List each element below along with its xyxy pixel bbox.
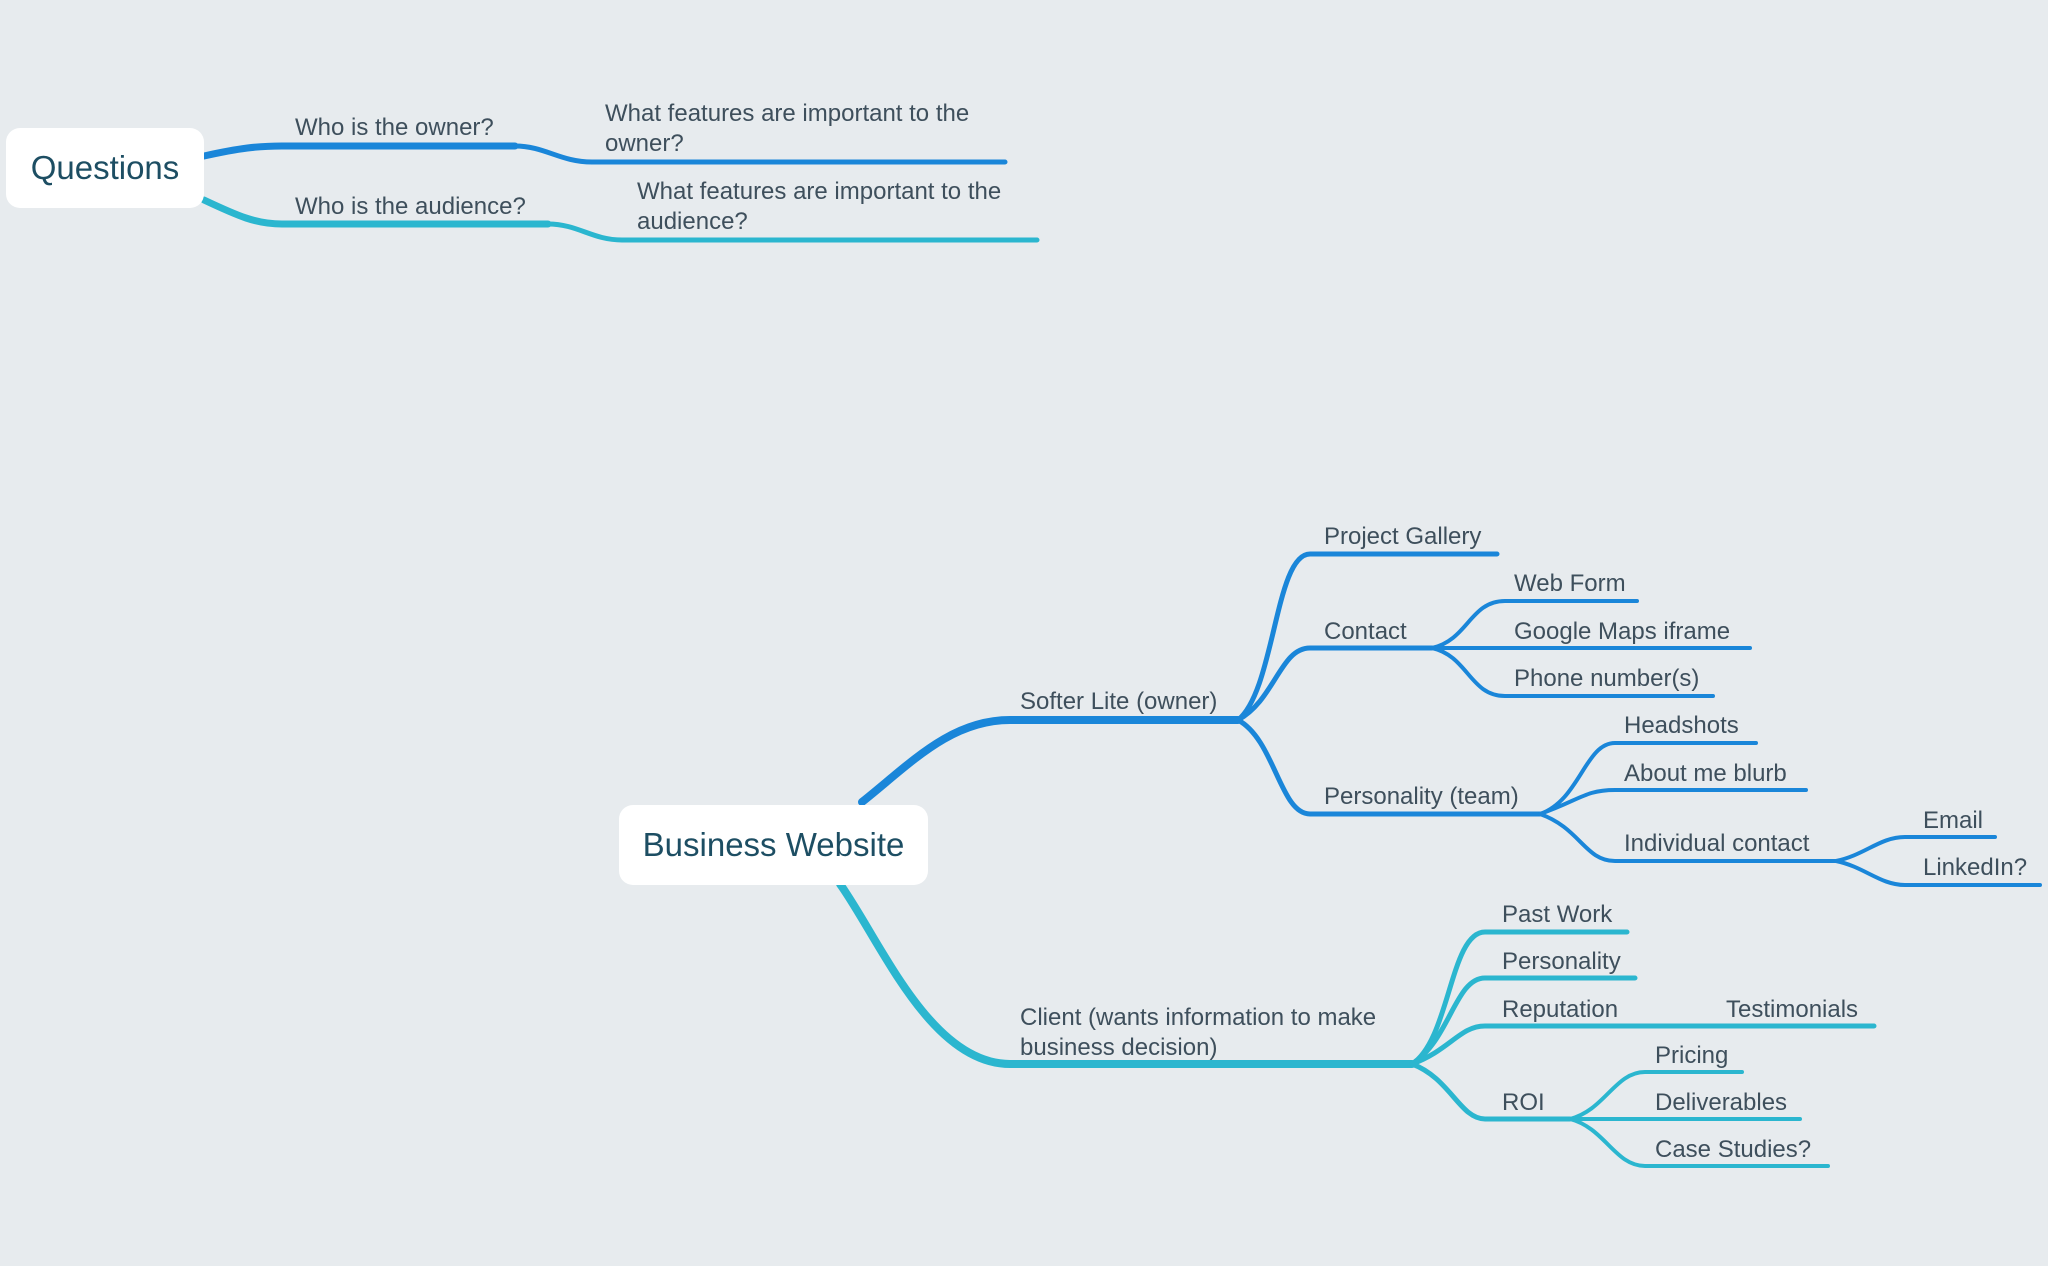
branch-about-me (1538, 788, 1808, 816)
branch-email (1834, 835, 1997, 863)
branch-personality-team (1235, 717, 1543, 817)
node-features-owner[interactable]: What features are important to the owner… (605, 100, 970, 157)
branch-contact (1235, 645, 1435, 723)
branch-pricing (1568, 1070, 1744, 1121)
branch-linkedin (1834, 859, 2042, 887)
node-softer-lite-owner[interactable]: Softer Lite (owner) (1020, 688, 1218, 715)
branch-individual-contact (1538, 812, 1838, 863)
root-node-business-website[interactable]: Business Website (619, 805, 928, 885)
branch-features-owner (512, 143, 1008, 165)
node-personality[interactable]: Personality (1502, 948, 1621, 975)
node-web-form[interactable]: Web Form (1514, 570, 1626, 597)
branch-features-audience (545, 221, 1040, 243)
node-testimonials[interactable]: Testimonials (1726, 996, 1859, 1023)
node-headshots[interactable]: Headshots (1624, 712, 1739, 739)
node-project-gallery[interactable]: Project Gallery (1324, 523, 1482, 550)
node-email[interactable]: Email (1923, 807, 1984, 834)
node-client[interactable]: Client (wants information to make busine… (1020, 1004, 1377, 1061)
node-google-maps-iframe[interactable]: Google Maps iframe (1514, 618, 1731, 645)
branch-phone-numbers (1430, 646, 1715, 698)
node-personality-team[interactable]: Personality (team) (1324, 783, 1519, 810)
node-pricing[interactable]: Pricing (1655, 1042, 1729, 1069)
node-contact[interactable]: Contact (1324, 618, 1407, 645)
node-about-me-blurb[interactable]: About me blurb (1624, 760, 1787, 787)
node-features-audience[interactable]: What features are important to the audie… (637, 178, 1002, 235)
branch-case-studies (1568, 1117, 1830, 1168)
branch-reputation (1409, 1023, 1877, 1067)
branch-who-is-owner (200, 142, 519, 160)
node-phone-numbers[interactable]: Phone number(s) (1514, 665, 1700, 692)
node-individual-contact[interactable]: Individual contact (1624, 830, 1810, 857)
branch-client (836, 880, 1416, 1068)
node-past-work[interactable]: Past Work (1502, 901, 1613, 928)
branch-web-form (1430, 599, 1639, 650)
node-reputation[interactable]: Reputation (1502, 996, 1619, 1023)
branch-headshots (1538, 741, 1758, 816)
branch-softer-lite-owner (858, 716, 1242, 806)
node-who-is-audience[interactable]: Who is the audience? (295, 193, 526, 220)
node-deliverables[interactable]: Deliverables (1655, 1089, 1788, 1116)
branch-project-gallery (1235, 551, 1500, 723)
node-who-is-owner[interactable]: Who is the owner? (295, 114, 494, 141)
root-node-questions[interactable]: Questions (6, 128, 204, 208)
branch-roi (1409, 1061, 1573, 1122)
node-linkedin[interactable]: LinkedIn? (1923, 854, 2028, 881)
branch-personality (1409, 975, 1638, 1067)
branch-who-is-audience (200, 196, 552, 228)
node-case-studies[interactable]: Case Studies? (1655, 1136, 1812, 1163)
node-roi[interactable]: ROI (1502, 1089, 1545, 1116)
